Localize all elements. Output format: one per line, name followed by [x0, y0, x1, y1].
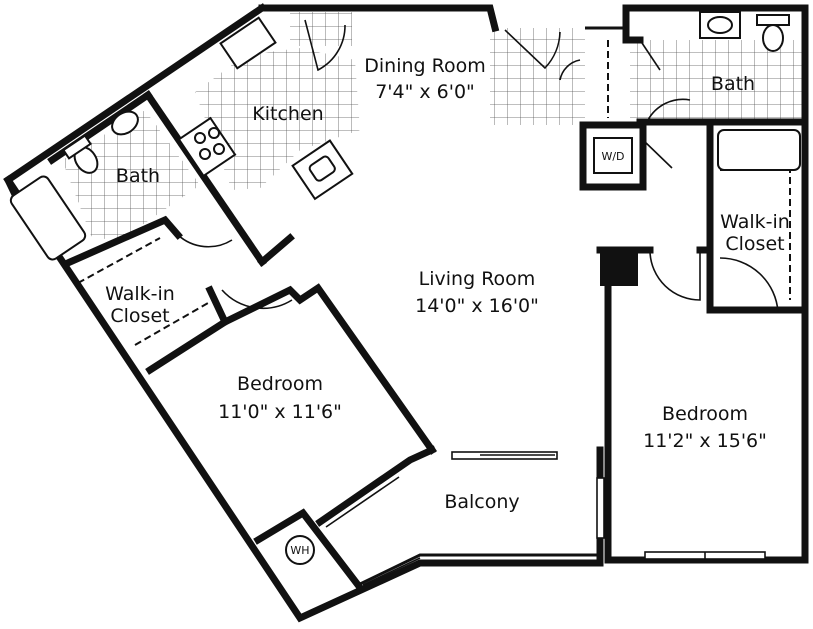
closet-left-line1: Walk-in: [105, 283, 175, 305]
toilet-icon: [756, 14, 790, 52]
entry-tile-floor: [290, 12, 352, 46]
bath-right-tile-floor: [630, 40, 805, 122]
living-room-name: Living Room: [419, 268, 536, 290]
stove-icon: [177, 116, 237, 178]
water-heater-closet: WH: [285, 535, 315, 565]
living-room-dims: 14'0" x 16'0": [415, 295, 539, 317]
bathtub-icon: [9, 175, 87, 261]
washer-dryer-closet: W/D: [593, 137, 633, 174]
water-heater-icon: [285, 535, 315, 565]
kitchen-tile-floor: [195, 48, 360, 190]
bedroom-left-dims: 11'0" x 11'6": [218, 401, 342, 423]
windows: [321, 451, 766, 586]
bedroom-right-dims: 11'2" x 15'6": [643, 430, 767, 452]
washer-dryer-label: W/D: [601, 150, 624, 163]
bath-right-name: Bath: [711, 73, 755, 95]
bath-left-fixtures: [9, 110, 139, 261]
bath-right-fixtures: [699, 11, 801, 171]
toilet-icon: [62, 134, 99, 174]
balcony-name: Balcony: [444, 491, 519, 513]
water-heater-label: WH: [290, 544, 309, 557]
kitchen-name: Kitchen: [252, 103, 323, 125]
structural-column: [600, 250, 638, 286]
sink-icon: [111, 110, 139, 136]
bath-left-name: Bath: [116, 165, 160, 187]
closet-right-line2: Closet: [725, 233, 784, 255]
bedroom-right-name: Bedroom: [662, 403, 748, 425]
sink-icon: [699, 11, 741, 39]
dining-room-name: Dining Room: [364, 55, 485, 77]
dining-tile-floor: [490, 28, 585, 125]
room-labels: Dining Room 7'4" x 6'0" Kitchen Bath Bat…: [105, 55, 790, 513]
bedroom-left-name: Bedroom: [237, 373, 323, 395]
bathtub-icon: [717, 129, 801, 171]
sink-icon: [291, 139, 354, 201]
closet-left-line2: Closet: [110, 305, 169, 327]
dining-room-dims: 7'4" x 6'0": [375, 81, 475, 103]
doors: [177, 19, 779, 313]
bath-left-tile-floor: [62, 110, 200, 240]
kitchen-fixtures: [177, 16, 354, 201]
closet-right-line1: Walk-in: [720, 211, 790, 233]
